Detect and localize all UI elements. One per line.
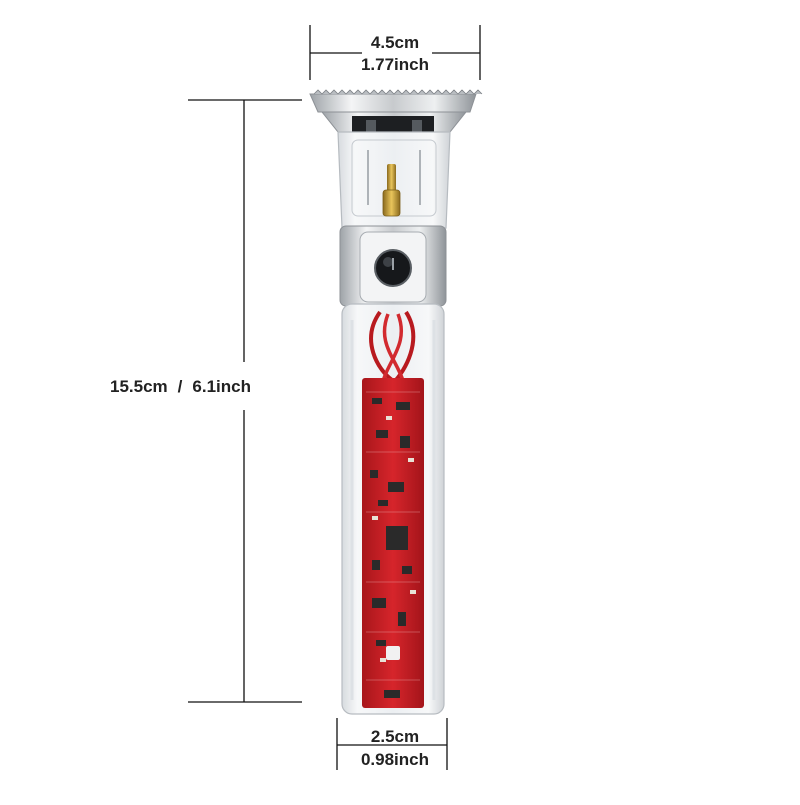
pcb-small-parts [372,416,416,662]
trimmer-head-housing [337,131,451,229]
pcb-components [370,398,412,698]
head-width-inch-label: 1.77inch [360,55,430,74]
body-width-inch-label: 0.98inch [360,750,430,769]
height-inch-label: 6.1inch [192,377,251,396]
dimension-lines [188,25,481,770]
trimmer-blade [309,89,483,140]
trimmer-collar [339,225,447,307]
trimmer-body [341,303,445,715]
height-separator: / [177,377,183,396]
body-width-cm-label: 2.5cm [370,727,420,746]
height-cm-label: 15.5cm [110,377,168,396]
head-width-cm-label: 4.5cm [370,33,420,52]
height-label: 15.5cm / 6.1inch [110,377,300,397]
